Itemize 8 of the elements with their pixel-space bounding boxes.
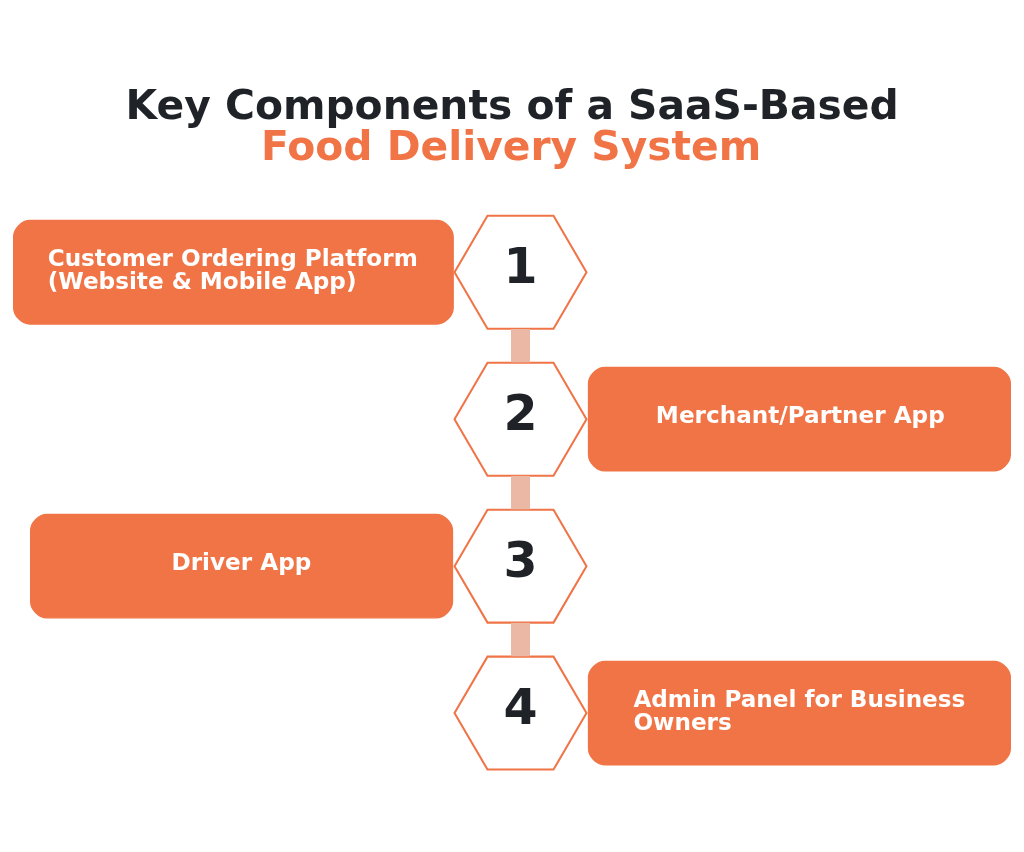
connector <box>510 328 531 363</box>
connector <box>510 475 531 510</box>
connector <box>510 622 531 657</box>
node-box: Driver App <box>30 513 454 619</box>
node-box: Merchant/Partner App <box>587 366 1011 472</box>
diagram-title: Key Components of a SaaS-Based Food Delivery System <box>125 81 899 170</box>
node-box: Customer Ordering Platform (Website & Mobile App) <box>13 219 454 325</box>
node-box: Admin Panel for Business Owners <box>587 660 1011 766</box>
